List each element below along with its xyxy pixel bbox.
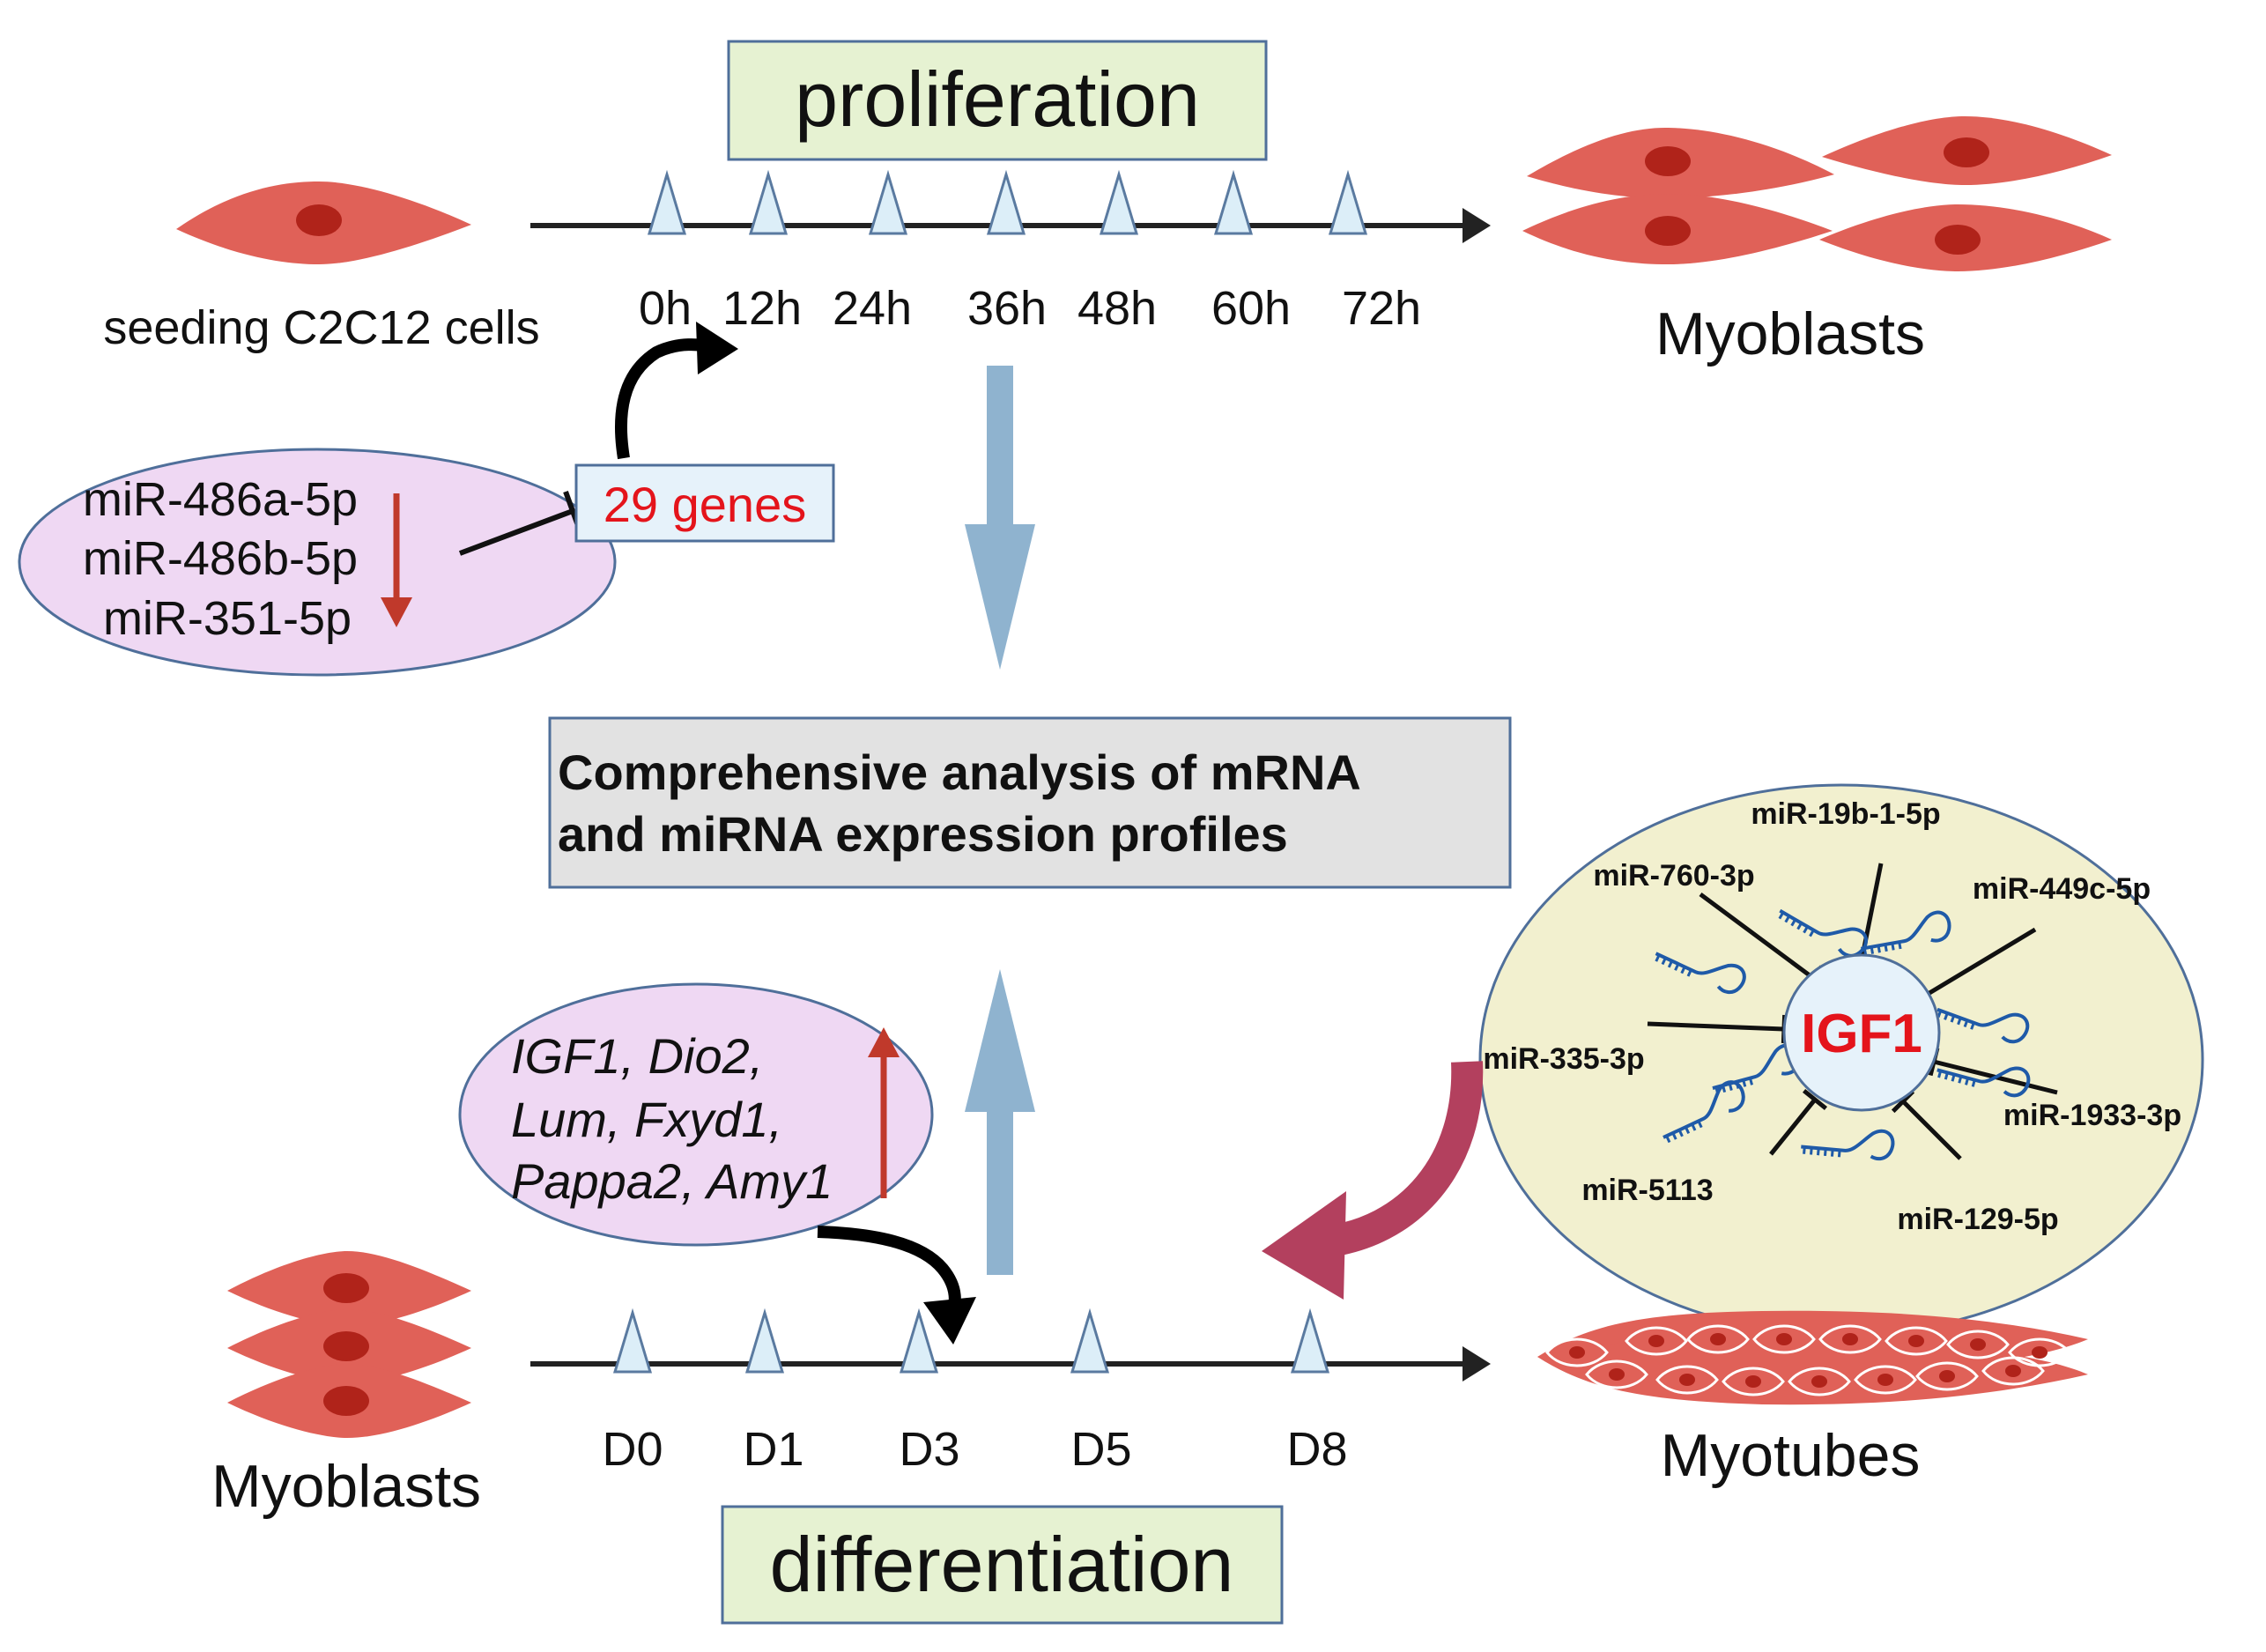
big-up-arrow-icon <box>965 969 1035 1112</box>
curved-arrowhead-icon <box>923 1297 976 1345</box>
mirna-hairpin-icon <box>1936 1066 2031 1098</box>
seeding-cell-icon <box>176 181 471 264</box>
up-gene-line2: Lum, Fxyd1, <box>511 1092 782 1147</box>
timepoint-marker-icon <box>1213 169 1254 235</box>
prolif-time-label: 60h <box>1211 282 1291 335</box>
mirna-label: miR-335-3p <box>1483 1042 1644 1076</box>
mirna-label: miR-5113 <box>1581 1174 1713 1207</box>
differentiation-section: Myoblasts D0 D1 D3 D5 D8 Myotubes differ… <box>211 1251 2088 1625</box>
differentiation-timeline-arrowhead <box>1463 1346 1491 1382</box>
down-mirna-section: miR-486a-5p miR-486b-5p miR-351-5p 29 ge… <box>18 322 835 677</box>
genes-box <box>574 463 835 543</box>
mirna-spoke <box>1769 1098 1817 1156</box>
mirna-hairpin-icon <box>1662 1080 1745 1144</box>
myoblasts-top-label: Myoblasts <box>1655 300 1925 367</box>
timepoint-marker-icon <box>744 1308 785 1374</box>
prolif-time-label: 0h <box>639 282 692 335</box>
diff-time-label: D5 <box>1070 1423 1131 1476</box>
differentiation-title: differentiation <box>770 1521 1234 1608</box>
up-gene-oval <box>458 982 934 1247</box>
timepoint-marker-icon <box>1290 1308 1330 1374</box>
up-gene-line1: IGF1, Dio2, <box>511 1028 763 1084</box>
mirna-label: miR-129-5p <box>1897 1203 2058 1236</box>
igf1-center-circle <box>1782 953 1941 1112</box>
down-mirna-label: miR-351-5p <box>103 592 352 645</box>
differentiation-markers <box>612 1308 1330 1374</box>
myoblast-stack-icon <box>227 1251 471 1438</box>
down-mirna-oval <box>18 448 617 677</box>
proliferation-markers <box>647 169 1368 235</box>
down-trend-arrowhead-icon <box>381 597 412 627</box>
up-gene-line3: Pappa2, Amy1 <box>511 1153 833 1209</box>
mirna-spoke <box>1699 892 1815 981</box>
prolif-time-label: 36h <box>967 282 1047 335</box>
mirna-label: miR-1933-3p <box>2003 1099 2181 1132</box>
analysis-box <box>548 716 1512 889</box>
igf1-arrowhead-icon <box>1262 1191 1346 1300</box>
down-mirna-label: miR-486b-5p <box>83 532 358 585</box>
myoblast-cluster-icon <box>1522 116 2112 271</box>
igf1-center-label: IGF1 <box>1801 1004 1922 1064</box>
mirna-spoke <box>1923 927 2037 998</box>
diff-time-label: D8 <box>1286 1423 1347 1476</box>
up-gene-section: IGF1, Dio2, Lum, Fxyd1, Pappa2, Amy1 <box>458 982 976 1345</box>
genes-count-label: 29 genes <box>604 477 806 532</box>
analysis-section: Comprehensive analysis of mRNA and miRNA… <box>548 366 1512 1275</box>
mirna-hairpin-icon <box>1936 1007 2030 1044</box>
big-down-arrow-shaft <box>987 366 1013 524</box>
igf1-network: IGF1 miR-19b-1-5p miR-449c-5p miR-1933-3… <box>1262 783 2204 1337</box>
mirna-hairpin-icon <box>1655 952 1746 995</box>
mirna-label: miR-760-3p <box>1593 859 1754 893</box>
myotubes-label: Myotubes <box>1661 1422 1921 1489</box>
timepoint-marker-icon <box>647 169 687 235</box>
timepoint-marker-icon <box>1328 169 1368 235</box>
prolif-time-label: 72h <box>1342 282 1421 335</box>
timepoint-marker-icon <box>1099 169 1139 235</box>
mirna-spoke <box>1901 1100 1962 1160</box>
big-down-arrow-icon <box>965 524 1035 670</box>
timepoint-marker-icon <box>986 169 1026 235</box>
curved-arrowhead-icon <box>696 322 738 374</box>
inhibition-line <box>458 508 574 556</box>
timepoint-marker-icon <box>899 1308 939 1374</box>
mirna-label: miR-449c-5p <box>1973 872 2151 906</box>
mirna-label: miR-19b-1-5p <box>1751 797 1940 831</box>
big-up-arrow-shaft <box>987 1112 1013 1275</box>
analysis-line2: and miRNA expression profiles <box>558 806 1288 862</box>
prolif-time-label: 48h <box>1077 282 1157 335</box>
proliferation-title: proliferation <box>795 56 1200 143</box>
curved-arrow-to-timepoint <box>614 338 716 460</box>
proliferation-section: proliferation seeding C2C12 cells 0h 12h… <box>103 40 2112 367</box>
timepoint-marker-icon <box>1070 1308 1110 1374</box>
inhibition-bar-icon <box>1802 1089 1828 1110</box>
diff-time-label: D1 <box>743 1423 803 1476</box>
myotube-icon <box>1537 1310 2088 1405</box>
igf1-spokes <box>1647 863 2058 1160</box>
prolif-time-label: 24h <box>833 282 912 335</box>
seeding-label: seeding C2C12 cells <box>103 301 539 354</box>
prolif-time-label: 12h <box>722 282 802 335</box>
diff-time-label: D0 <box>602 1423 663 1476</box>
down-mirna-label: miR-486a-5p <box>83 473 358 526</box>
proliferation-timeline-arrowhead <box>1463 208 1491 243</box>
diff-time-label: D3 <box>899 1423 959 1476</box>
mirna-hairpin-icon <box>1801 1129 1895 1161</box>
up-trend-arrowhead-icon <box>868 1027 900 1057</box>
igf1-to-differentiation-arrow <box>1319 1061 1484 1258</box>
myoblasts-bottom-label: Myoblasts <box>211 1453 481 1520</box>
analysis-line1: Comprehensive analysis of mRNA <box>558 745 1361 800</box>
proliferation-title-box <box>727 40 1268 161</box>
timepoint-marker-icon <box>748 169 789 235</box>
timepoint-marker-icon <box>868 169 908 235</box>
differentiation-title-box <box>721 1505 1284 1625</box>
timepoint-marker-icon <box>612 1308 653 1374</box>
mirna-spoke <box>1647 1021 1785 1032</box>
